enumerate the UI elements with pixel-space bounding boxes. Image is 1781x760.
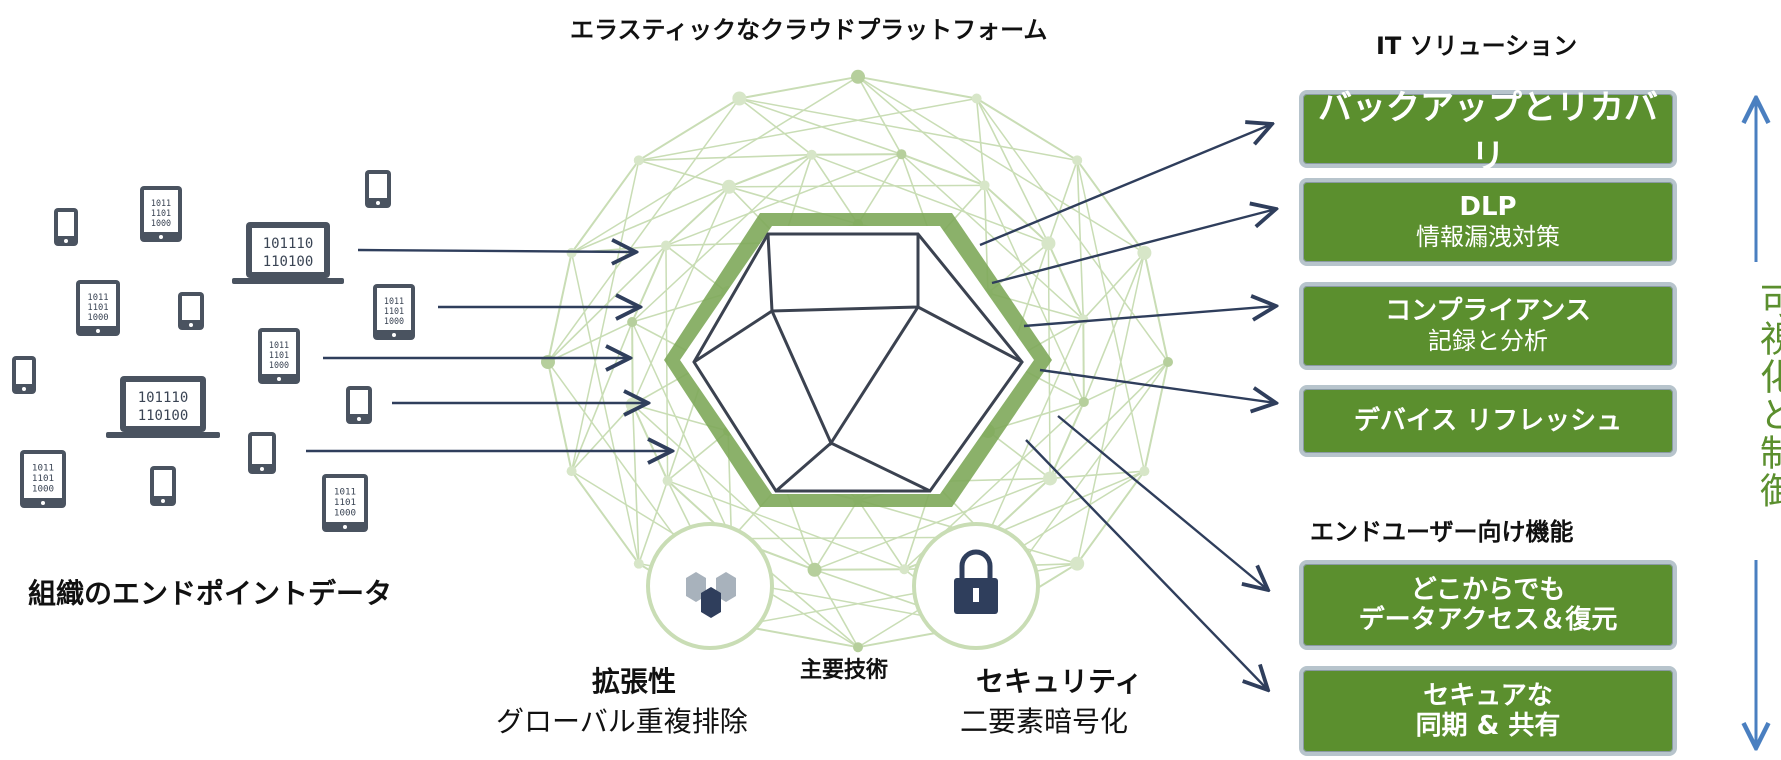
laptop-1: 101110 110100 (232, 222, 344, 284)
tablet-3 (365, 170, 391, 208)
core-hexagon (664, 213, 1052, 507)
tablet-12 (248, 432, 276, 474)
scale-subtitle: グローバル重複排除 (496, 705, 748, 738)
svg-text:110100: 110100 (263, 254, 314, 270)
inbound-arrow-1 (357, 250, 636, 252)
svg-text:1000: 1000 (87, 313, 108, 323)
laptop-2: 101110 110100 (106, 376, 220, 438)
compliance-subtitle: 記録と分析 (1428, 327, 1548, 355)
backup-recovery-box: バックアップとリカバリ (1299, 88, 1677, 177)
svg-text:101110: 101110 (263, 236, 314, 252)
dedupe-icon (686, 572, 736, 618)
security-title: セキュリティ (976, 665, 1143, 698)
anywhere-access-box: どこからでも データアクセス＆復元 (1299, 560, 1677, 650)
inbound-arrows (306, 250, 672, 451)
svg-text:1101: 1101 (32, 473, 54, 484)
svg-text:1011: 1011 (151, 198, 171, 208)
visibility-control-label: 可視化と制御 (1754, 282, 1781, 510)
tablet-9 (346, 386, 372, 424)
svg-text:1101: 1101 (384, 306, 404, 316)
endpoint-devices: 1011101101001011101101001011110110001011… (12, 170, 415, 532)
scale-title: 拡張性 (592, 665, 677, 698)
lock-icon (954, 549, 998, 614)
outbound-arrows (979, 124, 1276, 690)
dedupe-circle (646, 522, 774, 650)
dlp-box: DLP 情報漏洩対策 (1299, 178, 1677, 266)
tablet-8 (12, 356, 36, 394)
dlp-title: DLP (1459, 192, 1517, 222)
svg-text:1000: 1000 (384, 316, 404, 326)
outbound-arrow-refresh (1039, 368, 1276, 403)
tablet-2 (54, 208, 78, 246)
outbound-arrow-compliance (1023, 306, 1276, 328)
tablet-5 (178, 292, 204, 330)
outbound-arrow-dlp (991, 209, 1276, 285)
svg-text:1000: 1000 (32, 484, 54, 495)
svg-text:1011: 1011 (269, 340, 289, 350)
encryption-circle (912, 522, 1040, 650)
svg-text:1000: 1000 (269, 360, 289, 370)
compliance-box: コンプライアンス 記録と分析 (1299, 282, 1677, 370)
svg-text:1101: 1101 (334, 497, 356, 508)
svg-text:110100: 110100 (138, 408, 189, 424)
core-tech-label: 主要技術 (800, 658, 889, 683)
svg-text:1000: 1000 (334, 508, 356, 519)
tablet-11 (150, 466, 176, 506)
dlp-subtitle: 情報漏洩対策 (1416, 223, 1560, 251)
outbound-arrow-backup (979, 124, 1272, 247)
svg-text:1011: 1011 (384, 296, 404, 306)
endpoint-data-label: 組織のエンドポイントデータ (28, 577, 393, 610)
cloud-platform-title: エラスティックなクラウドプラットフォーム (570, 16, 1048, 44)
anywhere-access-line1: どこからでも (1410, 575, 1566, 605)
outbound-arrow-sync (1025, 439, 1268, 690)
svg-text:1011: 1011 (32, 463, 54, 474)
svg-text:1011: 1011 (334, 487, 356, 498)
anywhere-access-line2: データアクセス＆復元 (1358, 605, 1618, 635)
it-solutions-title: IT ソリューション (1376, 32, 1578, 60)
svg-text:101110: 101110 (138, 390, 189, 406)
svg-text:1101: 1101 (269, 350, 289, 360)
secure-sync-box: セキュアな 同期 & 共有 (1299, 666, 1677, 756)
security-subtitle: 二要素暗号化 (960, 705, 1129, 738)
svg-text:1101: 1101 (151, 208, 171, 218)
svg-text:1011: 1011 (87, 293, 108, 303)
end-user-features-title: エンドユーザー向け機能 (1310, 518, 1574, 546)
secure-sync-line1: セキュアな (1423, 681, 1553, 711)
device-refresh-box: デバイス リフレッシュ (1299, 385, 1677, 457)
svg-text:1101: 1101 (87, 303, 108, 313)
backup-recovery-label: バックアップとリカバリ (1318, 88, 1658, 177)
device-refresh-label: デバイス リフレッシュ (1353, 406, 1623, 436)
svg-text:1000: 1000 (151, 218, 171, 228)
secure-sync-line2: 同期 & 共有 (1415, 711, 1561, 741)
outbound-arrow-access (1057, 415, 1268, 590)
compliance-title: コンプライアンス (1385, 296, 1591, 326)
